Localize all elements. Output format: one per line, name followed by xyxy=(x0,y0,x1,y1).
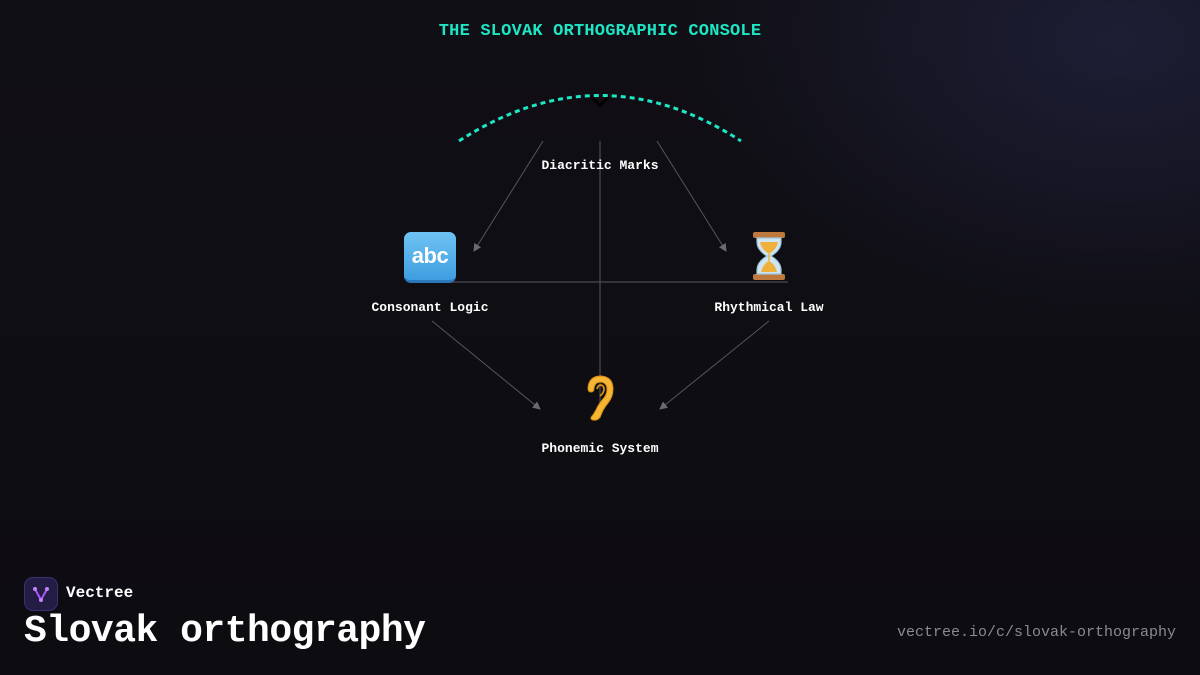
node-label-rhythmical-law: Rhythmical Law xyxy=(714,300,824,315)
chevron-down-icon xyxy=(591,96,609,107)
vectree-logo[interactable] xyxy=(24,577,58,611)
ear-icon xyxy=(585,375,615,421)
diagram-title: THE SLOVAK ORTHOGRAPHIC CONSOLE xyxy=(438,22,762,41)
edge-top-left xyxy=(473,140,544,252)
logo-mark-icon xyxy=(33,587,49,602)
abc-icon: abc xyxy=(404,232,456,283)
source-url[interactable]: vectree.io/c/slovak-orthography xyxy=(896,624,1176,641)
edge-right-bottom xyxy=(659,320,770,410)
edge-top-right xyxy=(656,140,727,252)
page-heading: Slovak orthography xyxy=(24,610,426,653)
edge-left-bottom xyxy=(431,320,541,410)
hourglass-icon xyxy=(747,230,791,282)
brand-name: Vectree xyxy=(66,584,134,602)
accent-arc xyxy=(458,94,742,143)
node-label-diacritic-marks: Diacritic Marks xyxy=(541,158,659,173)
node-label-consonant-logic: Consonant Logic xyxy=(371,300,489,315)
node-label-phonemic-system: Phonemic System xyxy=(541,441,659,456)
